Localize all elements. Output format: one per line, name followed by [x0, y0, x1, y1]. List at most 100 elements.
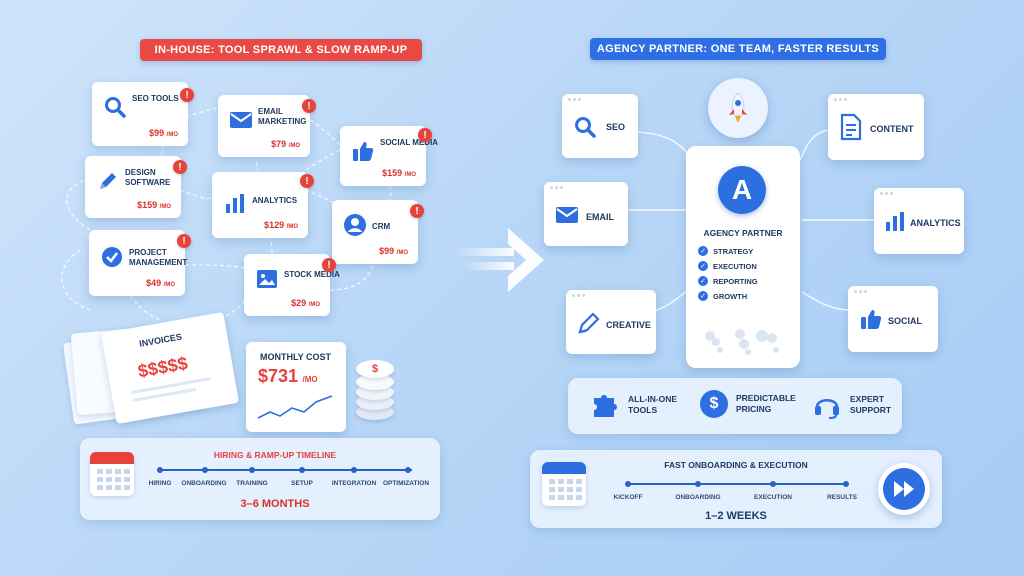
timeline-step-label: ONBOARDING	[181, 480, 227, 487]
tool-label: DESIGN SOFTWARE	[125, 168, 171, 188]
tool-label: STOCK MEDIA	[284, 270, 340, 279]
world-map-decoration	[705, 329, 779, 355]
tool-card-project-management: PROJECT MANAGEMENT $49 /MO !	[89, 230, 191, 296]
alert-icon: !	[302, 99, 316, 113]
tool-price: $79 /MO	[271, 139, 300, 149]
timeline-dot	[351, 467, 357, 473]
invoices-amount: $$$$$	[136, 353, 190, 382]
timeline-dot	[299, 467, 305, 473]
agency-banner: AGENCY PARTNER: ONE TEAM, FASTER RESULTS	[590, 38, 886, 60]
service-card-content: CONTENT	[828, 94, 924, 160]
checklist-item: ✓REPORTING	[698, 276, 758, 286]
invoices-stack: INVOICES $$$$$	[62, 311, 240, 425]
monthly-cost-card: MONTHLY COST $731 /MO	[246, 342, 346, 432]
tool-label: ANALYTICS	[252, 196, 298, 205]
alert-icon: !	[300, 174, 314, 188]
timeline-dot	[770, 481, 776, 487]
pen-icon	[576, 310, 602, 336]
agency-logo: A	[718, 166, 766, 214]
timeline-dot	[249, 467, 255, 473]
timeline-dot	[157, 467, 163, 473]
tool-card-email-marketing: EMAIL MARKETING $79 /MO !	[218, 95, 316, 157]
timeline-dot	[625, 481, 631, 487]
agency-card-title: AGENCY PARTNER	[703, 228, 783, 238]
service-label: CREATIVE	[606, 320, 651, 330]
alert-icon: !	[177, 234, 191, 248]
checklist-item: ✓GROWTH	[698, 291, 758, 301]
tool-price: $99 /MO	[379, 246, 408, 256]
check-icon: ✓	[698, 291, 708, 301]
service-label: ANALYTICS	[910, 218, 961, 228]
tool-price: $159 /MO	[137, 200, 171, 210]
transition-arrow-icon	[452, 228, 544, 292]
bar-chart-icon	[222, 190, 248, 216]
thumbs-up-icon	[350, 138, 376, 164]
tool-card-analytics: ANALYTICS $129 /MO !	[212, 172, 314, 238]
timeline-dot	[202, 467, 208, 473]
puzzle-icon	[594, 395, 617, 417]
tool-price: $129 /MO	[264, 220, 298, 230]
headset-icon	[815, 398, 839, 419]
agency-checklist: ✓STRATEGY ✓EXECUTION ✓REPORTING ✓GROWTH	[698, 246, 758, 306]
service-card-creative: CREATIVE	[566, 290, 656, 354]
timeline-step-label: OPTIMIZATION	[382, 480, 430, 487]
checklist-item: ✓STRATEGY	[698, 246, 758, 256]
alert-icon: !	[180, 88, 194, 102]
tool-card-social-media: SOCIAL MEDIA $159 /MO !	[340, 126, 438, 186]
service-label: SEO	[606, 122, 626, 132]
onboarding-duration: 1–2 WEEKS	[705, 510, 767, 522]
alert-icon: !	[322, 258, 336, 272]
rocket-icon	[708, 78, 768, 138]
tool-price: $99 /MO	[149, 128, 178, 138]
dollar-icon: $	[700, 390, 728, 418]
timeline-dot	[695, 481, 701, 487]
envelope-icon	[554, 204, 580, 226]
bar-chart-icon	[882, 208, 908, 234]
hiring-timeline-panel: HIRING & RAMP-UP TIMELINE HIRING ONBOARD…	[80, 438, 440, 520]
timeline-step-label: ONBOARDING	[675, 494, 721, 501]
check-icon: ✓	[698, 261, 708, 271]
tool-card-stock-media: STOCK MEDIA $29 /MO !	[244, 254, 340, 316]
user-circle-icon	[342, 212, 368, 238]
agency-banner-text: AGENCY PARTNER: ONE TEAM, FASTER RESULTS	[596, 43, 880, 55]
check-circle-icon	[99, 244, 125, 270]
timeline-track	[626, 483, 848, 485]
coin-stack-icon: $	[356, 356, 396, 426]
timeline-step-label: EXECUTION	[754, 494, 792, 501]
tool-card-seo: SEO TOOLS $99 /MO !	[92, 82, 194, 146]
check-icon: ✓	[698, 246, 708, 256]
tool-label: SOCIAL MEDIA	[380, 138, 439, 147]
tool-price: $49 /MO	[146, 278, 175, 288]
fast-forward-icon	[878, 463, 930, 515]
invoices-title: INVOICES	[138, 331, 183, 349]
tool-label: SEO TOOLS	[132, 94, 179, 103]
tool-price: $29 /MO	[291, 298, 320, 308]
inhouse-banner-text: IN-HOUSE: TOOL SPRAWL & SLOW RAMP-UP	[154, 44, 408, 56]
timeline-step-label: TRAINING	[236, 480, 268, 487]
envelope-icon	[228, 107, 254, 133]
magnifier-icon	[102, 94, 128, 120]
cost-trend-line	[257, 395, 333, 419]
onboarding-timeline-title: FAST ONBOARDING & EXECUTION	[664, 460, 808, 470]
tool-card-crm: CRM $99 /MO !	[332, 200, 424, 264]
service-card-seo: SEO	[562, 94, 638, 158]
tool-label: PROJECT MANAGEMENT	[129, 248, 188, 268]
thumbs-up-icon	[858, 306, 884, 332]
monthly-cost-title: MONTHLY COST	[260, 352, 332, 362]
checklist-item: ✓EXECUTION	[698, 261, 758, 271]
timeline-step-label: SETUP	[291, 480, 313, 487]
timeline-dot	[843, 481, 849, 487]
alert-icon: !	[410, 204, 424, 218]
alert-icon: !	[173, 160, 187, 174]
timeline-dot	[405, 467, 411, 473]
service-card-social: SOCIAL	[848, 286, 938, 352]
timeline-step-label: RESULTS	[827, 494, 857, 501]
document-icon	[838, 112, 864, 142]
hiring-timeline-title: HIRING & RAMP-UP TIMELINE	[213, 450, 337, 460]
monthly-cost-value: $731 /MO	[258, 366, 318, 386]
tool-label: EMAIL MARKETING	[258, 107, 307, 127]
agency-partner-card: A AGENCY PARTNER ✓STRATEGY ✓EXECUTION ✓R…	[686, 146, 800, 368]
